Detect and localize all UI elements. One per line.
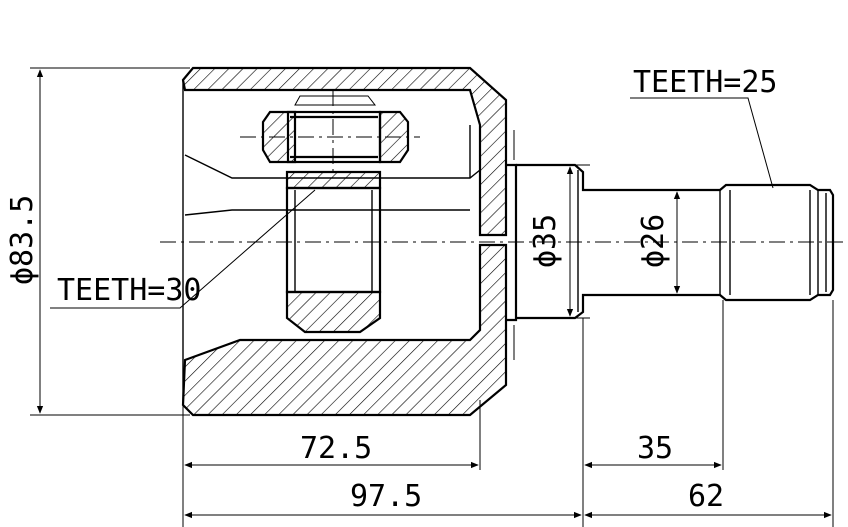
housing	[181, 66, 518, 417]
label-length-97-5: 97.5	[350, 479, 422, 514]
label-length-72-5: 72.5	[300, 431, 372, 466]
extension-lines	[30, 67, 834, 527]
label-teeth-outer: TEETH=25	[633, 65, 778, 100]
label-length-35: 35	[637, 431, 673, 466]
label-diameter-body: ϕ83.5	[5, 195, 40, 285]
label-length-62: 62	[688, 479, 724, 514]
dimension-lines	[36, 69, 832, 519]
leader-lines	[50, 97, 774, 309]
housing-upper-wall	[181, 66, 508, 237]
housing-lower-wall	[181, 243, 508, 417]
label-diameter-shaft: ϕ35	[528, 214, 563, 268]
inner-hub	[285, 170, 382, 334]
label-teeth-inner: TEETH=30	[57, 273, 202, 308]
tripod-roller	[240, 90, 420, 175]
label-diameter-stub: ϕ26	[636, 214, 671, 268]
